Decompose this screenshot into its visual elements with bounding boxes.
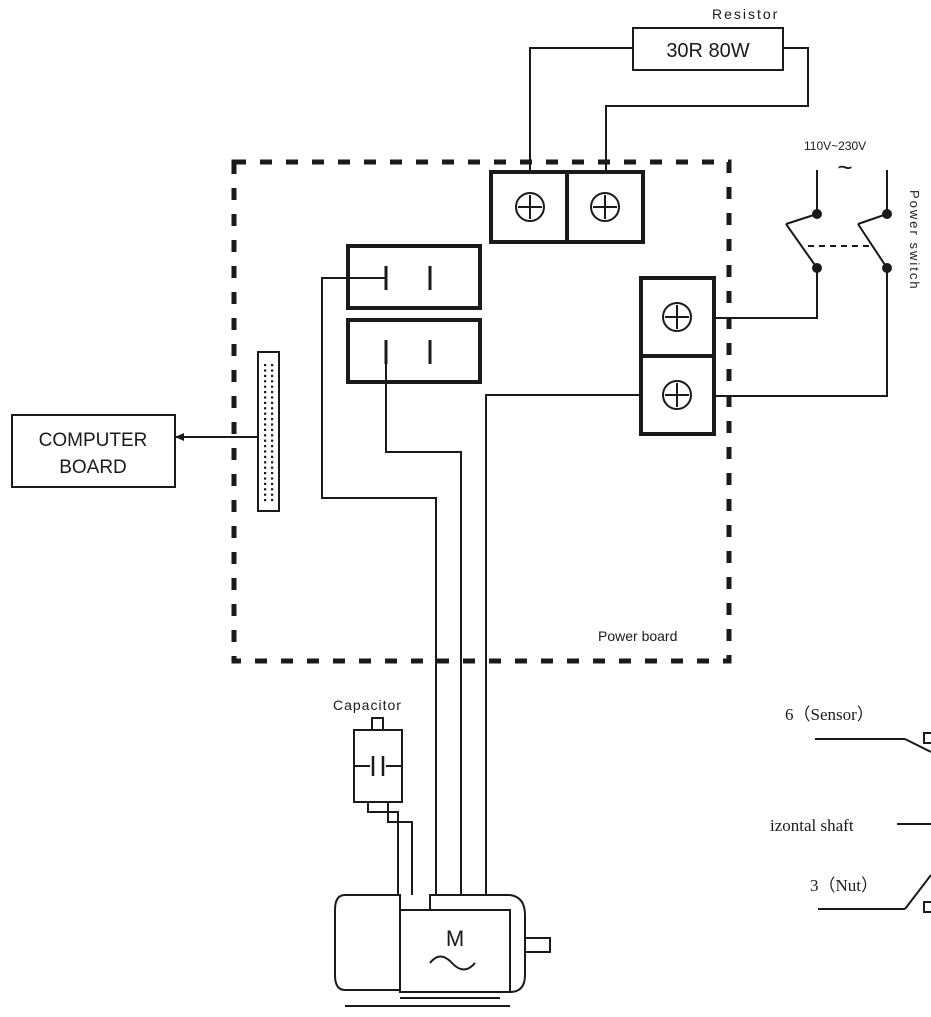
mechanism-partial — [815, 732, 931, 913]
ribbon-pin — [264, 391, 267, 394]
ribbon-pin — [264, 439, 267, 442]
ribbon-pin — [264, 461, 267, 464]
capacitor-label: Capacitor — [333, 697, 402, 713]
computer-board-line1: COMPUTER — [39, 430, 148, 451]
ribbon-pin — [271, 418, 274, 421]
motor-wire-2 — [385, 352, 462, 895]
ribbon-pin — [271, 461, 274, 464]
ribbon-pin — [271, 401, 274, 404]
ribbon-pin — [271, 412, 274, 415]
ribbon-pin — [264, 364, 267, 367]
resistor-wire-left — [529, 47, 633, 172]
switch-wire-n — [714, 268, 888, 397]
horizontal-shaft-label: izontal shaft — [770, 816, 854, 835]
ribbon-pin — [271, 364, 274, 367]
ribbon-pin — [271, 450, 274, 453]
motor — [334, 894, 551, 1007]
ribbon-pin — [271, 428, 274, 431]
ribbon-pin — [264, 455, 267, 458]
resistor-wire-right — [605, 47, 809, 172]
ribbon-pin — [264, 385, 267, 388]
ribbon-pin — [271, 466, 274, 469]
ribbon-pin — [264, 412, 267, 415]
ribbon-pin — [271, 374, 274, 377]
ribbon-pin — [264, 445, 267, 448]
ribbon-pin — [271, 499, 274, 502]
ribbon-pin — [264, 488, 267, 491]
power-switch — [785, 170, 888, 269]
ribbon-pin — [271, 369, 274, 372]
ribbon-pin — [271, 477, 274, 480]
power-board-outline — [231, 159, 732, 664]
ribbon-pin — [271, 385, 274, 388]
computer-board-box — [11, 414, 176, 488]
resistor-title-label: Resistor — [712, 6, 779, 22]
ribbon-pin — [264, 434, 267, 437]
ribbon-pin — [264, 472, 267, 475]
ribbon-pin — [271, 380, 274, 383]
ribbon-pin — [264, 380, 267, 383]
ribbon-pin — [264, 407, 267, 410]
ribbon-pin — [271, 493, 274, 496]
motor-wire-3 — [485, 394, 641, 895]
ribbon-pin — [271, 472, 274, 475]
switch-contacts — [812, 209, 892, 273]
ribbon-pin — [264, 477, 267, 480]
ribbon-pin — [264, 450, 267, 453]
motor-connector-block — [346, 244, 482, 384]
ribbon-pin — [271, 445, 274, 448]
power-switch-label: Power switch — [907, 190, 922, 291]
ribbon-pin — [271, 396, 274, 399]
ribbon-pin — [264, 466, 267, 469]
ribbon-pin — [264, 401, 267, 404]
ribbon-pin — [264, 369, 267, 372]
ribbon-pin — [271, 434, 274, 437]
motor-wire-1 — [321, 277, 437, 895]
ribbon-pin — [264, 423, 267, 426]
ribbon-pin — [271, 482, 274, 485]
resistor-value-label: 30R 80W — [666, 40, 749, 62]
power-board-label: Power board — [598, 628, 677, 644]
ribbon-pins — [264, 364, 274, 502]
ribbon-pin — [271, 439, 274, 442]
ribbon-pin — [264, 396, 267, 399]
motor-letter: M — [446, 926, 464, 951]
supply-ac-symbol: ~ — [837, 152, 852, 182]
arrow-to-computer-board — [175, 433, 184, 441]
ribbon-pin — [264, 428, 267, 431]
ribbon-pin — [264, 374, 267, 377]
ribbon-pin — [264, 499, 267, 502]
supply-voltage-label: 110V~230V — [804, 139, 866, 153]
ribbon-pin — [271, 407, 274, 410]
capacitor — [353, 717, 413, 895]
sensor-label: 6（Sensor） — [785, 705, 874, 724]
ribbon-pin — [264, 418, 267, 421]
ribbon-connector — [257, 351, 280, 512]
ribbon-pin — [271, 488, 274, 491]
computer-board-line2: BOARD — [59, 457, 127, 478]
ribbon-pin — [271, 391, 274, 394]
power-terminal-block — [639, 276, 716, 436]
ribbon-pin — [271, 423, 274, 426]
nut-label: 3（Nut） — [810, 876, 878, 895]
ribbon-pin — [264, 493, 267, 496]
ribbon-pin — [271, 455, 274, 458]
ribbon-pin — [264, 482, 267, 485]
switch-wire-l — [714, 268, 818, 319]
resistor-terminal-block — [489, 170, 645, 244]
